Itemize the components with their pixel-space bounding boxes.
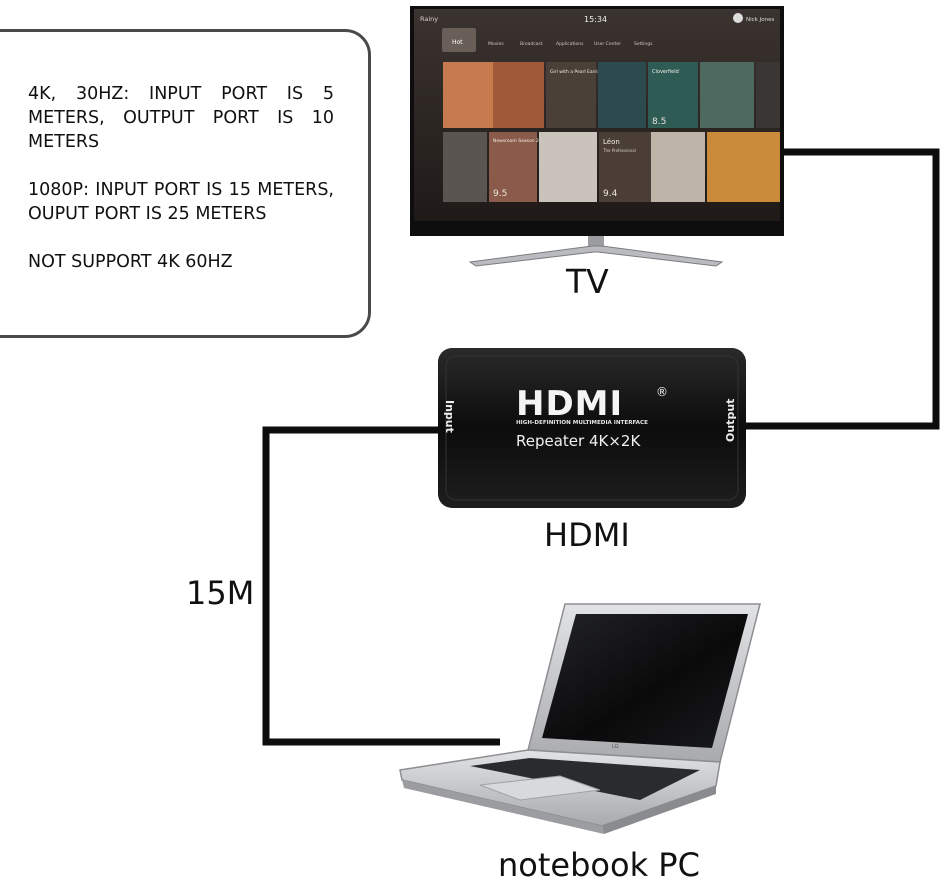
tv-menu-item: Hot — [452, 39, 463, 46]
cable-tv-to-repeater — [746, 148, 940, 430]
laptop-front-edge — [402, 780, 604, 834]
tv-tile-title: Cloverfield — [652, 69, 679, 75]
tv-device: Rainy 15:34 Nick Jones Hot Movies Broadc… — [410, 6, 784, 267]
tv-tile — [489, 132, 537, 202]
cable-length-label: 15M — [186, 574, 255, 612]
tv-menu-hot-highlight — [442, 28, 476, 52]
tv-tile — [599, 132, 651, 202]
spec-note-no-60hz: NOT SUPPORT 4K 60HZ — [28, 252, 233, 272]
tv-tile-poster — [700, 62, 754, 128]
tv-user-name: Nick Jones — [746, 17, 774, 23]
tv-menu-item: Movies — [488, 41, 504, 47]
tv-tile-title: Léon — [603, 138, 620, 146]
hdmi-repeater-device: HDMI ® HIGH-DEFINITION MULTIMEDIA INTERF… — [438, 348, 746, 508]
tv-menu-item: User Center — [594, 41, 621, 47]
tv-tile — [648, 62, 698, 128]
notebook-pc-device: LG — [399, 603, 761, 834]
tv-menu-item: Applications — [556, 41, 584, 47]
repeater-body — [438, 348, 746, 508]
laptop-brand-logo: LG — [612, 744, 619, 750]
tv-stand-neck — [588, 236, 604, 248]
spec-note-4k: 4K, 30HZ: INPUT PORT IS 5 METERS, OUTPUT… — [28, 84, 334, 152]
laptop-display — [542, 614, 748, 748]
tv-tile-poster — [651, 132, 705, 202]
repeater-model: Repeater 4K×2K — [516, 432, 641, 450]
tv-tile-poster — [443, 132, 487, 202]
tv-clock: 15:34 — [584, 15, 607, 24]
spec-note-text: 4K, 30HZ: INPUT PORT IS 5 METERS, OUTPUT… — [28, 82, 334, 298]
tv-tile-poster — [598, 62, 646, 128]
tv-stand-base — [468, 245, 724, 267]
repeater-output-port-label: Output — [724, 399, 737, 442]
tv-brand: Rainy — [420, 15, 438, 23]
tv-label: TV — [566, 262, 609, 301]
tv-tile-title: Newsroom Season 2 — [493, 138, 539, 144]
tv-tile-rating: 8.5 — [652, 117, 666, 127]
tv-tile-subtitle: The Professional — [602, 148, 636, 153]
notebook-pc-label: notebook PC — [498, 846, 700, 884]
repeater-bevel — [445, 355, 739, 501]
repeater-tagline: HIGH-DEFINITION MULTIMEDIA INTERFACE — [516, 420, 648, 426]
tv-menu-item: Settings — [634, 41, 653, 47]
repeater-input-port-label: Input — [443, 400, 456, 433]
repeater-hdmi-logo: HDMI — [516, 384, 623, 424]
cable-repeater-to-pc — [262, 426, 500, 746]
tv-tile-poster — [539, 132, 597, 202]
tv-tile-poster — [707, 132, 780, 202]
spec-note-box — [0, 29, 371, 338]
tv-menu-item: Broadcast — [520, 41, 543, 47]
tv-tile — [546, 62, 596, 128]
laptop-touchpad — [479, 775, 601, 801]
tv-tile-poster — [443, 62, 493, 128]
laptop-keyboard — [470, 758, 700, 800]
laptop-side-edge — [602, 786, 716, 834]
repeater-registered-mark: ® — [656, 385, 668, 399]
tv-user-avatar-icon — [733, 13, 743, 23]
hdmi-repeater-label: HDMI — [544, 516, 630, 554]
tv-tile-rating: 9.4 — [603, 189, 618, 199]
tv-tile-poster — [756, 62, 780, 128]
tv-tile-title: Girl with a Pearl Earring — [550, 69, 603, 75]
tv-tile-rating: 9.5 — [493, 189, 507, 199]
spec-note-1080p: 1080P: INPUT PORT IS 15 METERS, OUPUT PO… — [28, 180, 334, 224]
